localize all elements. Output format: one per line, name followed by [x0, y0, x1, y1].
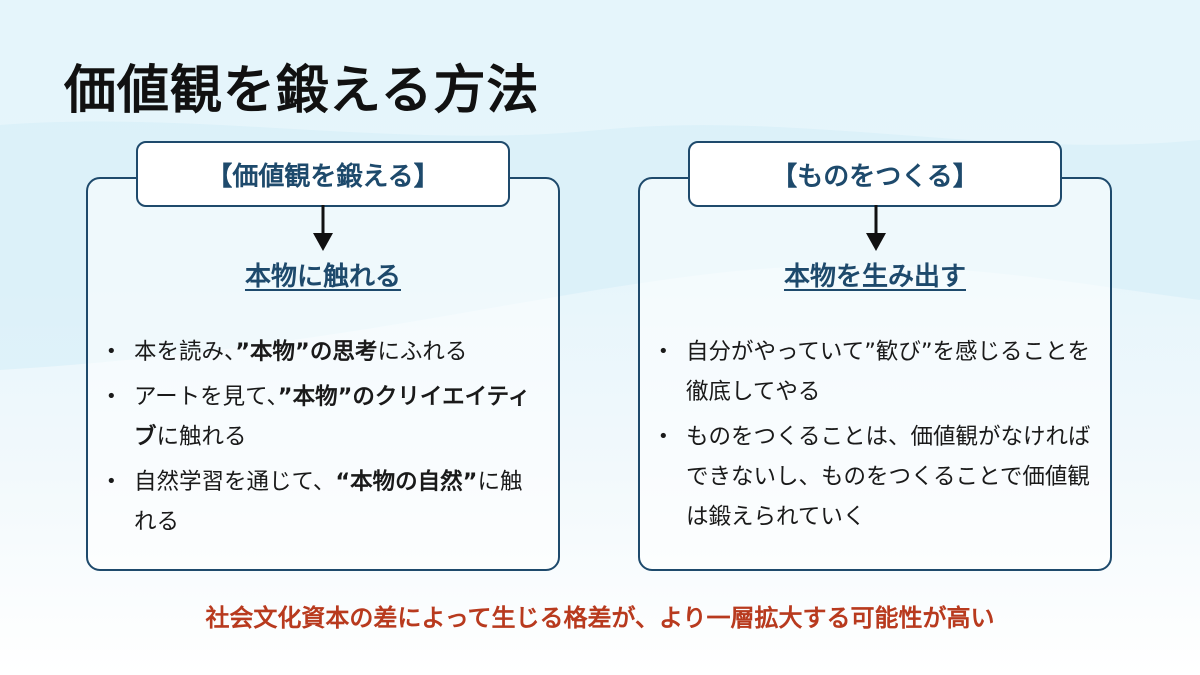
bullet-text: 自分がやっていて”歓び”を感じることを徹底してやる: [686, 339, 1091, 405]
bullet-text: ものをつくることは、価値観がなければできないし、ものをつくることで価値観は鍛えら…: [686, 424, 1091, 530]
right-subheading: 本物を生み出す: [783, 262, 966, 292]
bullet-dot-icon: •: [106, 386, 117, 407]
right-panel: [638, 177, 1112, 571]
right-panel-heading: 【ものをつくる】: [688, 141, 1062, 207]
list-item: • 本を読み、”本物”の思考にふれる: [104, 332, 544, 372]
list-item: • ものをつくることは、価値観がなければできないし、ものをつくることで価値観は鍛…: [656, 417, 1098, 537]
bullet-dot-icon: •: [658, 426, 669, 447]
bullet-text: に触れる: [134, 469, 523, 535]
list-item: • 自分がやっていて”歓び”を感じることを徹底してやる: [656, 332, 1098, 412]
bullet-text-emphasis: ”本物”の思考: [235, 339, 378, 365]
left-bullet-list: • 本を読み、”本物”の思考にふれる • アートを見て、”本物”のクリイエイティ…: [104, 332, 544, 547]
arrow-down-icon: [866, 205, 886, 251]
bullet-text: にふれる: [377, 339, 468, 365]
list-item: • 自然学習を通じて、“本物の自然”に触れる: [104, 462, 544, 542]
bullet-text-emphasis: “本物の自然”: [335, 469, 478, 495]
right-bullet-list: • 自分がやっていて”歓び”を感じることを徹底してやる • ものをつくることは、…: [656, 332, 1098, 542]
left-subheading: 本物に触れる: [244, 262, 401, 292]
arrow-down-icon: [313, 205, 333, 251]
bullet-dot-icon: •: [658, 341, 669, 362]
bullet-text: 本を読み、: [134, 339, 236, 365]
bullet-text: に触れる: [156, 424, 247, 450]
bullet-text: アートを見て、: [134, 384, 278, 410]
bullet-dot-icon: •: [106, 341, 117, 362]
slide-title: 価値観を鍛える方法: [64, 61, 540, 121]
left-panel-heading: 【価値観を鍛える】: [136, 141, 510, 207]
list-item: • アートを見て、”本物”のクリイエイティブに触れる: [104, 377, 544, 457]
footer-conclusion: 社会文化資本の差によって生じる格差が、より一層拡大する可能性が高い: [205, 604, 995, 632]
bullet-dot-icon: •: [106, 471, 117, 492]
bullet-text: 自然学習を通じて、: [134, 469, 336, 495]
bullet-text-emphasis: ”本物”のクリイエイティブ: [134, 384, 531, 450]
